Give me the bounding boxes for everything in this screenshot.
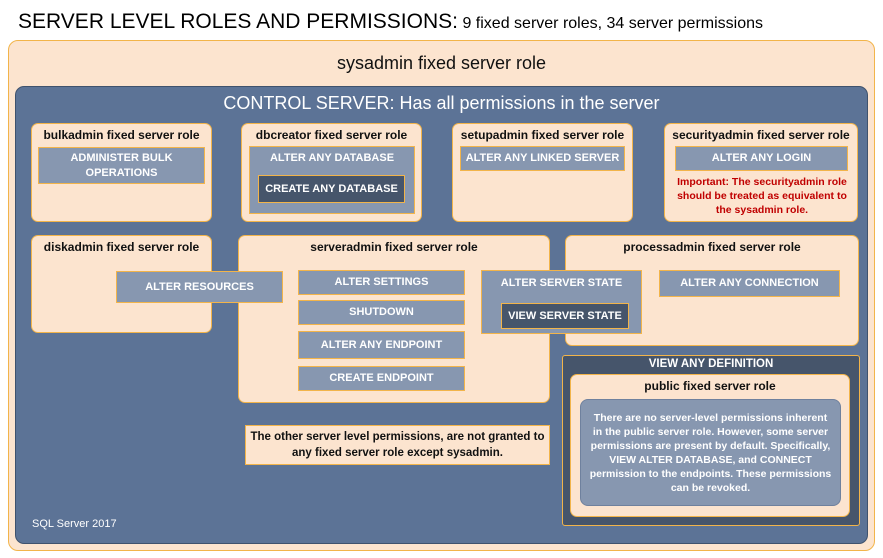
serveradmin-role-label: serveradmin fixed server role xyxy=(310,240,478,254)
diskadmin-role-box: diskadmin fixed server role xyxy=(31,235,212,333)
bulkadmin-role-label: bulkadmin fixed server role xyxy=(43,128,200,142)
setupadmin-role-box: setupadmin fixed server role xyxy=(452,123,633,222)
diagram-title: SERVER LEVEL ROLES AND PERMISSIONS: 9 fi… xyxy=(18,10,763,34)
dbcreator-role-label: dbcreator fixed server role xyxy=(255,128,408,142)
perm-shutdown: SHUTDOWN xyxy=(298,300,465,325)
public-role-label: public fixed server role xyxy=(644,379,776,393)
title-main: SERVER LEVEL ROLES AND PERMISSIONS: xyxy=(18,10,458,33)
securityadmin-role-label: securityadmin fixed server role xyxy=(672,128,850,142)
other-permissions-note: The other server level permissions, are … xyxy=(245,425,550,465)
title-sub: 9 fixed server roles, 34 server permissi… xyxy=(462,15,764,32)
perm-view-server-state: VIEW SERVER STATE xyxy=(501,303,629,329)
setupadmin-role-label: setupadmin fixed server role xyxy=(460,128,625,142)
perm-alter-resources: ALTER RESOURCES xyxy=(116,271,283,303)
perm-create-any-database: CREATE ANY DATABASE xyxy=(258,175,405,203)
view-any-definition-label: VIEW ANY DEFINITION xyxy=(648,358,774,370)
perm-alter-any-linked-server: ALTER ANY LINKED SERVER xyxy=(460,146,625,171)
diskadmin-role-label: diskadmin fixed server role xyxy=(43,240,200,254)
perm-alter-any-login: ALTER ANY LOGIN xyxy=(675,146,848,171)
securityadmin-warning: Important: The securityadmin role should… xyxy=(677,176,847,216)
perm-alter-any-endpoint: ALTER ANY ENDPOINT xyxy=(298,331,465,359)
perm-create-endpoint: CREATE ENDPOINT xyxy=(298,366,465,391)
securityadmin-role-box: securityadmin fixed server role xyxy=(664,123,858,222)
control-server-label: CONTROL SERVER: Has all permissions in t… xyxy=(223,93,660,113)
processadmin-role-label: processadmin fixed server role xyxy=(623,240,801,254)
perm-alter-any-connection: ALTER ANY CONNECTION xyxy=(659,270,840,297)
sql-server-version: SQL Server 2017 xyxy=(32,518,117,530)
sysadmin-label: sysadmin fixed server role xyxy=(336,53,547,73)
public-role-description: There are no server-level permissions in… xyxy=(580,399,841,506)
perm-alter-settings: ALTER SETTINGS xyxy=(298,270,465,295)
perm-administer-bulk-operations: ADMINISTER BULK OPERATIONS xyxy=(38,147,205,184)
